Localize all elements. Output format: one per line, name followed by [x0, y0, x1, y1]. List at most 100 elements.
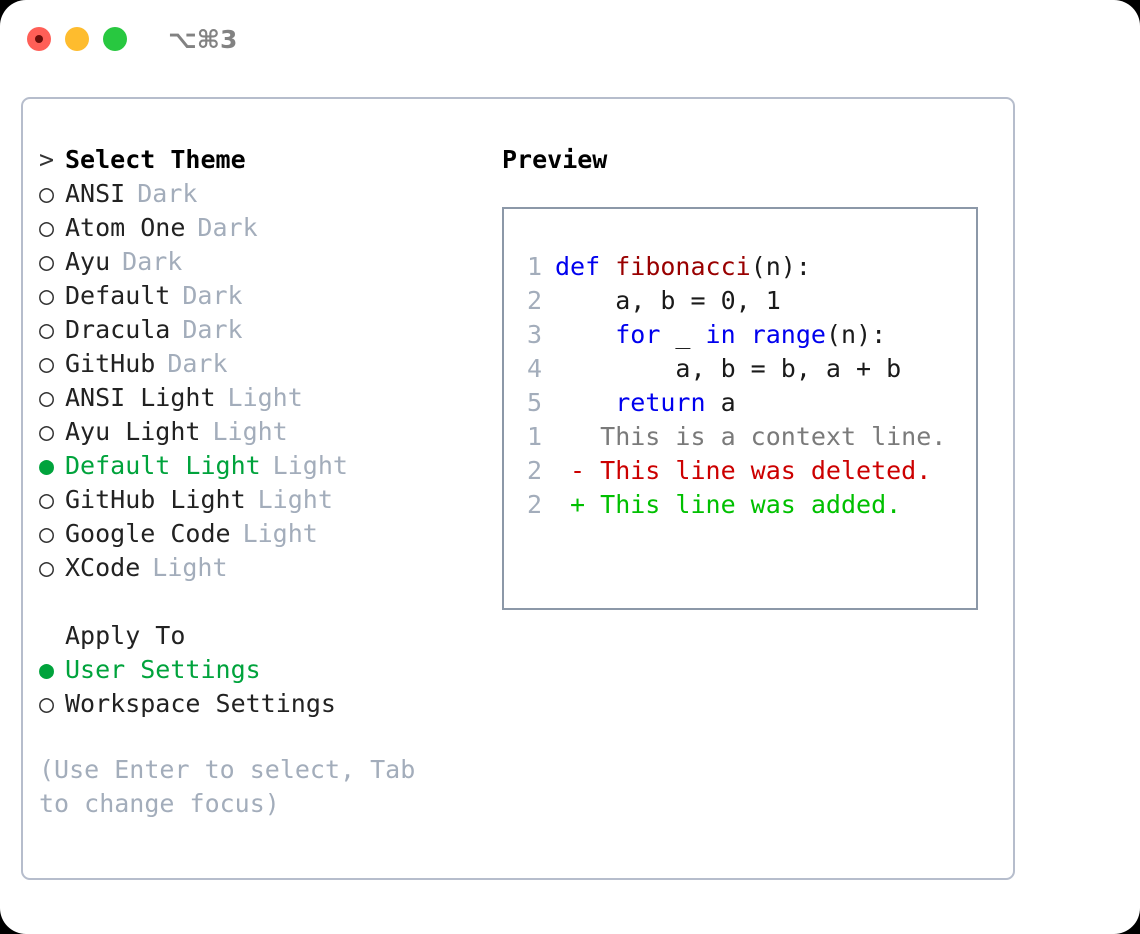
diff-line-text: - This line was deleted. [555, 456, 932, 485]
code-token-plain [555, 320, 615, 349]
theme-option-label: Dracula [65, 315, 171, 344]
theme-option-tag: Light [212, 417, 288, 446]
theme-option-label: XCode [65, 553, 141, 582]
code-token-kw: in [705, 320, 736, 349]
radio-unselected-icon: ○ [39, 383, 55, 412]
code-token-kw: return [615, 388, 706, 417]
code-token-kw: range [750, 320, 826, 349]
preview-title: Preview [502, 145, 608, 174]
traffic-light-group [27, 27, 127, 51]
theme-option-ansi-light[interactable]: ○ ANSI Light Light [39, 381, 499, 415]
code-line: 2 a, b = 0, 1 [516, 284, 901, 318]
line-number: 1 [526, 422, 542, 451]
code-token-fn: fibonacci [615, 252, 751, 281]
code-line: 1 def fibonacci(n): [516, 250, 901, 284]
radio-unselected-icon: ○ [39, 179, 55, 208]
code-line: 3 for _ in range(n): [516, 318, 901, 352]
apply-to-title: Apply To [65, 621, 186, 650]
theme-option-label: ANSI [65, 179, 126, 208]
radio-unselected-icon: ○ [39, 689, 55, 718]
theme-option-tag: Light [227, 383, 303, 412]
theme-option-label: Atom One [65, 213, 186, 242]
theme-option-label: GitHub Light [65, 485, 246, 514]
apply-to-option-workspace-settings[interactable]: ○ Workspace Settings [39, 687, 499, 721]
radio-unselected-icon: ○ [39, 519, 55, 548]
radio-selected-icon: ● [39, 451, 55, 480]
theme-option-atom-one[interactable]: ○ Atom One Dark [39, 211, 499, 245]
close-button[interactable] [27, 27, 51, 51]
code-token-plain: a, b = b, a + b [555, 354, 902, 383]
theme-option-tag: Light [272, 451, 348, 480]
diff-line-ctx: 1 This is a context line. [516, 420, 946, 454]
line-number: 2 [526, 286, 542, 315]
prompt-caret-icon: > [39, 145, 55, 174]
radio-selected-icon: ● [39, 655, 55, 684]
radio-unselected-icon: ○ [39, 281, 55, 310]
code-token-kw: def [555, 252, 616, 281]
theme-option-tag: Dark [197, 213, 258, 242]
radio-unselected-icon: ○ [39, 315, 55, 344]
diff-line-text: + This line was added. [555, 490, 902, 519]
line-number: 4 [526, 354, 542, 383]
apply-to-option-user-settings[interactable]: ●User Settings [39, 653, 499, 687]
code-token-plain: _ [660, 320, 706, 349]
diff-line-del: 2 - This line was deleted. [516, 454, 946, 488]
minimize-button[interactable] [65, 27, 89, 51]
code-token-plain [736, 320, 751, 349]
code-token-plain: (n): [750, 252, 811, 281]
keyboard-shortcut-label: ⌥⌘3 [168, 24, 238, 54]
theme-option-tag: Light [257, 485, 333, 514]
code-line: 5 return a [516, 386, 901, 420]
apply-to-option-label: Workspace Settings [65, 689, 336, 718]
code-token-plain: a [705, 388, 736, 417]
radio-unselected-icon: ○ [39, 349, 55, 378]
maximize-button[interactable] [103, 27, 127, 51]
line-number: 3 [526, 320, 542, 349]
diff-line-add: 2 + This line was added. [516, 488, 946, 522]
theme-option-label: Google Code [65, 519, 231, 548]
code-token-kw: for [615, 320, 661, 349]
diff-line-text: This is a context line. [555, 422, 947, 451]
radio-unselected-icon: ○ [39, 417, 55, 446]
radio-unselected-icon: ○ [39, 213, 55, 242]
theme-option-label: Ayu [65, 247, 111, 276]
theme-option-dracula[interactable]: ○ Dracula Dark [39, 313, 499, 347]
theme-option-default[interactable]: ○ Default Dark [39, 279, 499, 313]
theme-option-label: ANSI Light [65, 383, 216, 412]
theme-option-tag: Light [152, 553, 228, 582]
code-token-plain: (n): [825, 320, 887, 349]
theme-option-tag: Dark [182, 315, 243, 344]
apply-to-option-list: ●User Settings○ Workspace Settings [39, 653, 499, 721]
radio-unselected-icon: ○ [39, 485, 55, 514]
code-token-plain [555, 388, 615, 417]
line-number: 5 [526, 388, 542, 417]
code-line: 4 a, b = b, a + b [516, 352, 901, 386]
title-bar: ⌥⌘3 [0, 0, 1140, 78]
line-number: 1 [526, 252, 542, 281]
theme-option-label: Default Light [65, 451, 261, 480]
theme-option-tag: Dark [167, 349, 228, 378]
theme-option-default-light[interactable]: ● Default Light Light [39, 449, 499, 483]
theme-option-github-light[interactable]: ○ GitHub Light Light [39, 483, 499, 517]
keyboard-hint-text: (Use Enter to select, Tab to change focu… [39, 755, 416, 818]
diff-sample: 1 This is a context line.2 - This line w… [516, 420, 946, 522]
code-token-plain: a, b = 0, 1 [555, 286, 781, 315]
apply-to-header: Apply To [39, 619, 499, 653]
theme-list-title: Select Theme [65, 145, 246, 174]
theme-option-label: Default [65, 281, 171, 310]
theme-option-tag: Dark [182, 281, 243, 310]
radio-unselected-icon: ○ [39, 247, 55, 276]
